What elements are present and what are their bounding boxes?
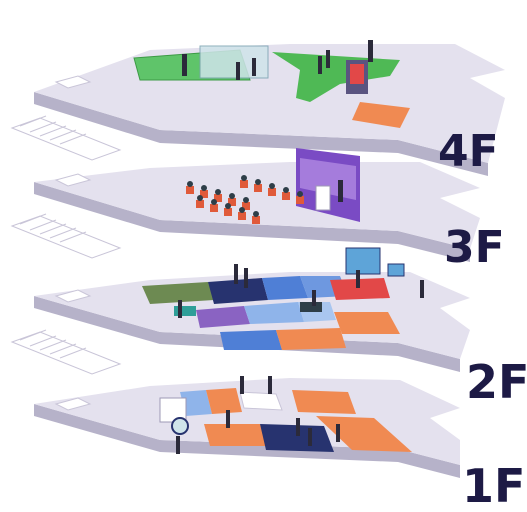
floor-2f-display-screen-2 <box>387 263 405 277</box>
floor-2f-label: 2F <box>466 355 527 409</box>
floor-2f-navy-booth <box>208 278 268 304</box>
floor-4f-gate-screen <box>350 64 364 84</box>
floor-3f-podium <box>315 185 331 211</box>
floor-1f-stairs <box>54 397 92 411</box>
floor-3f-audience-people <box>187 175 303 217</box>
floor-3f-slab-side <box>34 182 470 262</box>
floor-4f-orange-walkway <box>352 102 410 128</box>
floor-2f-table-mid <box>300 302 322 312</box>
floor-3f-speaker <box>338 180 343 202</box>
floor-2f-red-stage <box>330 278 390 300</box>
floor-4f-people <box>182 40 373 80</box>
floor-2f-people <box>178 264 424 318</box>
floor-3f[interactable]: 3F <box>10 148 505 273</box>
floor-1f-people <box>176 376 340 454</box>
floor-3f-slab-top <box>34 162 480 249</box>
floor-4f-glass-room <box>199 45 269 79</box>
floor-1f-orange-booth-2 <box>292 390 356 414</box>
floor-2f-orange-booth-1 <box>276 328 346 350</box>
floor-2f-blue-booth-3 <box>220 330 282 350</box>
floor-1f-magnifier-icon <box>171 417 189 435</box>
floor-1f-orange-booth-4 <box>204 424 266 446</box>
floor-2f-olive-booth <box>142 282 214 304</box>
floor-1f-label: 1F <box>462 459 525 512</box>
floor-1f-slab-side <box>34 404 460 478</box>
floor-2f-orange-booth-2 <box>334 312 400 334</box>
floor-1f[interactable]: 1F <box>34 376 525 512</box>
floor-1f-white-stage <box>239 391 283 411</box>
floor-2f-slab-side <box>34 296 460 372</box>
floor-3f-stairs <box>10 173 122 259</box>
floor-2f-stairs <box>10 289 122 375</box>
floor-2f-lightblue-booth-1 <box>244 302 304 324</box>
floor-2f-blue-booth-1 <box>262 276 308 300</box>
floor-4f[interactable]: 4F <box>10 40 505 177</box>
floor-2f-table-left <box>174 306 196 316</box>
floor-2f[interactable]: 2F <box>10 247 527 409</box>
floor-3f-audience-seats <box>186 180 304 224</box>
floor-1f-lightblue-booth <box>180 390 212 416</box>
floor-1f-orange-booth-1 <box>206 388 242 414</box>
floor-2f-display-screen <box>345 247 381 275</box>
floor-1f-navy-booth <box>260 424 334 452</box>
floor-4f-label: 4F <box>438 126 499 177</box>
floor-4f-stairs <box>10 75 122 161</box>
floor-2f-purple-booth <box>196 306 250 328</box>
floor-3f-label: 3F <box>444 222 505 273</box>
